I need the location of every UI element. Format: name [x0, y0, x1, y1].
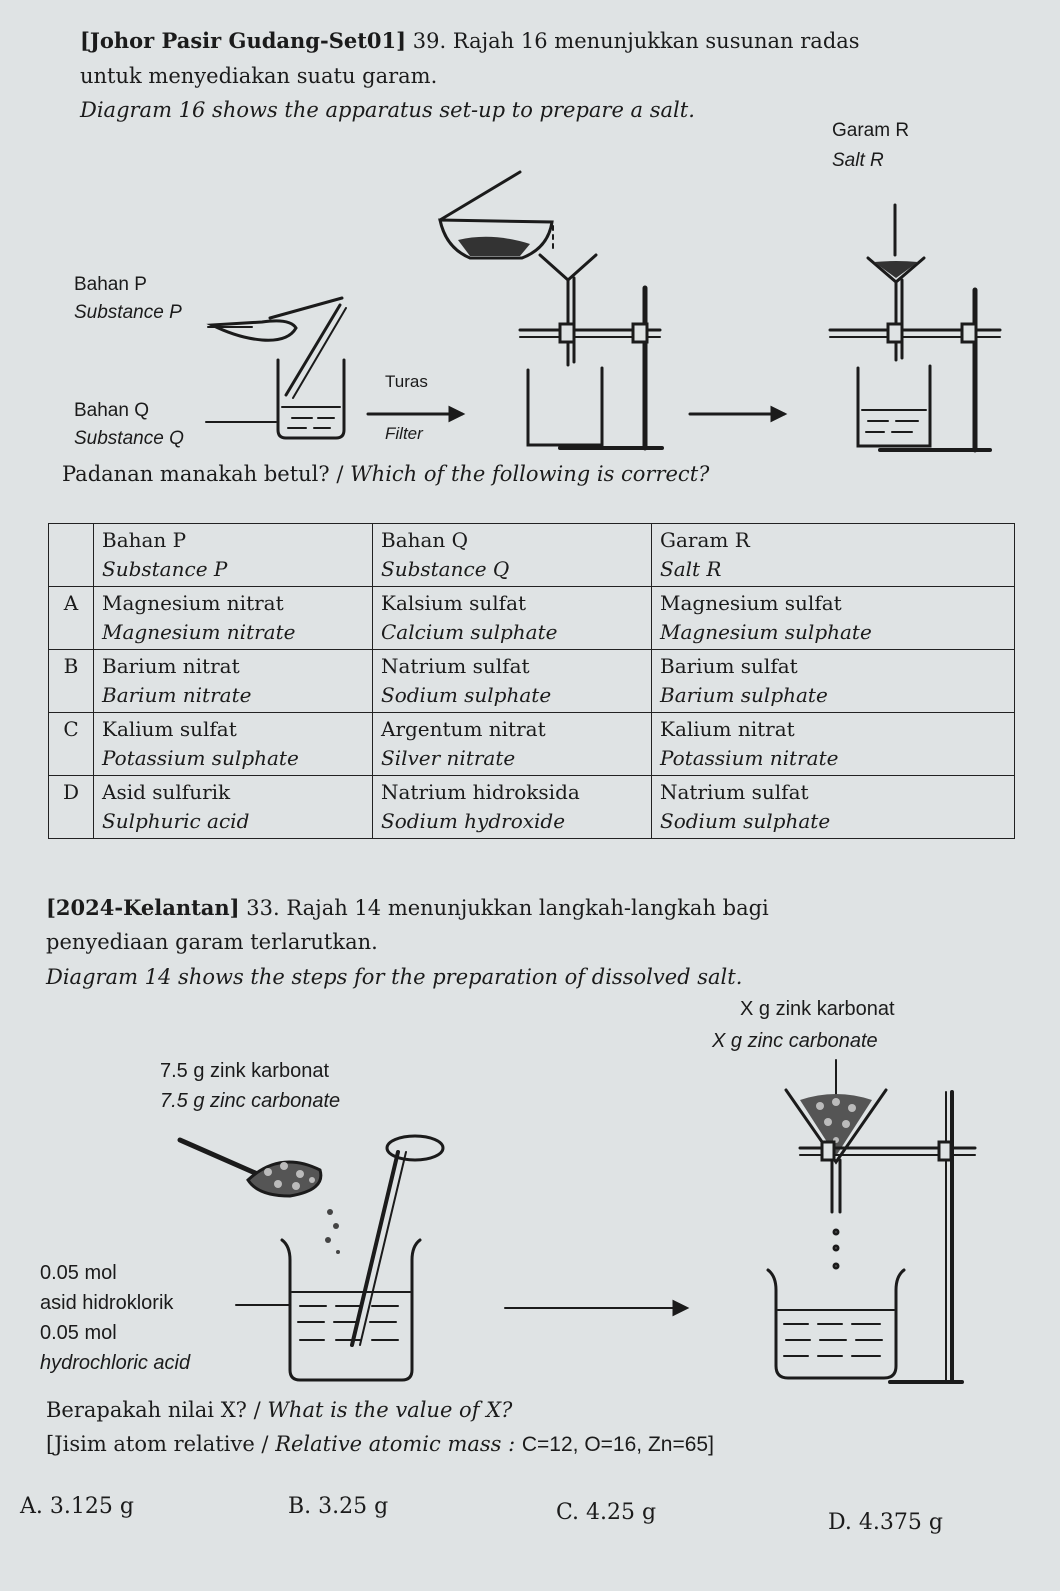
label-75-zinc: 7.5 g zinc carbonate	[160, 1090, 341, 1112]
q1-source-tag: [Johor Pasir Gudang-Set01]	[80, 28, 407, 53]
diagram-16	[205, 170, 1002, 453]
label-75-zink: 7.5 g zink karbonat	[160, 1060, 329, 1082]
q1-prompt-ms: Padanan manakah betul? /	[62, 462, 351, 486]
q2-line1: [2024-Kelantan] 33. Rajah 14 menunjukkan…	[46, 895, 769, 920]
spatula-p	[206, 319, 298, 342]
option-letter: D	[48, 775, 94, 839]
pouring-rod	[438, 170, 522, 222]
diagram-14	[177, 1059, 977, 1384]
spatula-handle	[268, 296, 344, 320]
option-letter: C	[48, 712, 94, 776]
label-acid-mol: 0.05 mol	[40, 1262, 117, 1284]
label-substance-q: Substance Q	[74, 428, 184, 449]
option-c[interactable]: C. 4.25 g	[556, 1500, 657, 1525]
label-filter: Filter	[385, 424, 423, 443]
beaker-1	[276, 358, 346, 440]
beaker-4	[766, 1268, 906, 1380]
q2-prompt: Berapakah nilai X? / What is the value o…	[46, 1398, 512, 1422]
q1-line1: [Johor Pasir Gudang-Set01] 39. Rajah 16 …	[80, 28, 860, 53]
label-turas: Turas	[385, 372, 428, 391]
funnel-3	[784, 1088, 888, 1165]
glass-rod-1	[284, 303, 342, 397]
table-corner	[48, 523, 94, 587]
option-letter: B	[48, 649, 94, 713]
q2-source-tag: [2024-Kelantan]	[46, 895, 240, 920]
label-garam-r: Garam R	[832, 120, 910, 141]
q1-prompt-en: Which of the following is correct?	[350, 462, 710, 486]
rod-top-loop	[385, 1134, 445, 1162]
q2-ram-ms: [Jisim atom relative /	[46, 1432, 276, 1456]
q2-prompt-ms: Berapakah nilai X? /	[46, 1398, 268, 1422]
label-x-zink: X g zink karbonat	[740, 998, 895, 1020]
salt-r-residue	[874, 261, 918, 278]
label-bahan-q: Bahan Q	[74, 400, 149, 421]
q1-line3: Diagram 16 shows the apparatus set-up to…	[80, 98, 695, 122]
q2-line3: Diagram 14 shows the steps for the prepa…	[46, 965, 743, 989]
label-x-zinc: X g zinc carbonate	[712, 1030, 878, 1052]
q1-line2: untuk menyediakan suatu garam.	[80, 64, 438, 88]
option-d[interactable]: D. 4.375 g	[828, 1510, 943, 1535]
q1-prompt: Padanan manakah betul? / Which of the fo…	[62, 462, 709, 486]
label-salt-r: Salt R	[832, 150, 884, 171]
beaker-acid	[280, 1238, 422, 1382]
q2-prompt-en: What is the value of X?	[267, 1398, 513, 1422]
glass-rod-2	[350, 1150, 400, 1347]
option-b[interactable]: B. 3.25 g	[288, 1494, 389, 1519]
label-bahan-p: Bahan P	[74, 274, 147, 295]
label-acid-mol-en: 0.05 mol	[40, 1322, 117, 1344]
option-letter: A	[48, 586, 94, 650]
spoon-handle	[177, 1137, 265, 1179]
q2-ram-values: C=12, O=16, Zn=65]	[521, 1433, 714, 1456]
label-substance-p: Substance P	[74, 302, 182, 323]
q2-ram: [Jisim atom relative / Relative atomic m…	[46, 1432, 714, 1457]
label-hydrochloric-acid: hydrochloric acid	[40, 1352, 191, 1374]
label-asid-hidroklorik: asid hidroklorik	[40, 1292, 174, 1314]
q2-line2: penyediaan garam terlarutkan.	[46, 930, 378, 954]
q2-line1-text: 33. Rajah 14 menunjukkan langkah-langkah…	[239, 896, 769, 920]
option-a[interactable]: A. 3.125 g	[20, 1494, 134, 1519]
q1-line1-text: 39. Rajah 16 menunjukkan susunan radas	[406, 29, 860, 53]
beaker-3	[856, 364, 932, 448]
q2-ram-en: Relative atomic mass :	[275, 1432, 522, 1456]
beaker-2	[526, 366, 604, 447]
